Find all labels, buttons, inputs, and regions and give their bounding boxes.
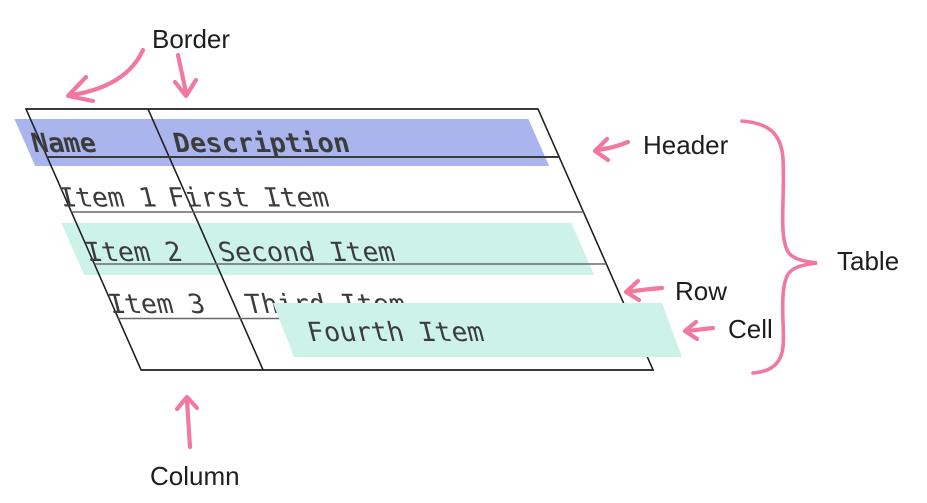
cell-item-1: Item 1 bbox=[56, 183, 159, 214]
header-arrow-icon bbox=[592, 136, 631, 163]
cell-arrow-icon bbox=[682, 319, 716, 342]
cell-second-item: Second Item bbox=[215, 237, 398, 268]
table-brace bbox=[740, 119, 818, 375]
header-cell-name: Name bbox=[28, 128, 99, 159]
cell-item-2: Item 2 bbox=[82, 237, 185, 268]
cell-highlight bbox=[273, 303, 682, 357]
row-arrow-icon bbox=[623, 278, 665, 303]
header-highlight bbox=[14, 119, 550, 166]
label-table: Table bbox=[837, 246, 899, 276]
label-column: Column bbox=[150, 461, 240, 491]
label-header: Header bbox=[643, 130, 729, 160]
label-border: Border bbox=[152, 24, 230, 54]
table bbox=[14, 108, 655, 371]
label-cell: Cell bbox=[728, 314, 773, 344]
table-border bbox=[24, 108, 655, 371]
column-arrow-icon bbox=[174, 394, 200, 450]
header-cell-description: Description bbox=[170, 128, 353, 159]
border-arrow-left-icon bbox=[65, 47, 146, 104]
cell-item-3: Item 3 bbox=[105, 289, 208, 320]
label-row: Row bbox=[675, 276, 727, 306]
cell-first-item: First Item bbox=[165, 183, 332, 214]
table-text-layer: Name Description Item 1 First Item Item … bbox=[28, 128, 409, 320]
column-divider bbox=[147, 109, 264, 370]
cell-fourth-item: Fourth Item bbox=[304, 317, 487, 348]
border-arrow-right-icon bbox=[172, 52, 199, 99]
row-highlight bbox=[61, 223, 595, 275]
